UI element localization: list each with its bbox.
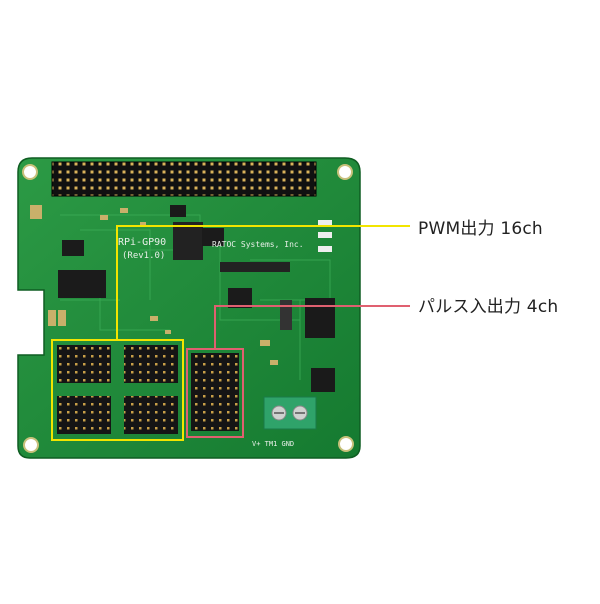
ic-chip <box>311 368 335 392</box>
ic-chip <box>173 222 203 260</box>
gpio-header <box>51 161 317 197</box>
ic-chip <box>62 240 84 256</box>
board-maker-text: RATOC Systems, Inc. <box>212 240 304 249</box>
ic-chip <box>170 205 186 217</box>
ic-chip <box>228 288 252 308</box>
board-model-text: RPi-GP90 <box>118 237 166 248</box>
mount-hole-tl <box>22 164 38 180</box>
pwm-callout-line <box>116 225 410 340</box>
terminal-label-text: V+ TM1 GND <box>252 440 294 448</box>
ic-chip <box>202 228 224 246</box>
pwm-output-label: PWM出力 16ch <box>418 219 543 239</box>
pwm-header-block <box>57 396 111 434</box>
pulse-header-block <box>191 353 239 431</box>
pulse-io-label: パルス入出力 4ch <box>418 297 559 317</box>
pwm-header-block <box>124 345 178 383</box>
ic-chip <box>58 270 106 298</box>
pwm-header-block <box>124 396 178 434</box>
board-revision-text: (Rev1.0) <box>122 251 165 261</box>
mount-hole-bl <box>23 437 39 453</box>
mount-hole-br <box>338 436 354 452</box>
pulse-callout-line <box>214 305 410 349</box>
pwm-header-block <box>57 345 111 383</box>
mount-hole-tr <box>337 164 353 180</box>
smd-components <box>30 205 332 365</box>
ic-chip <box>305 298 335 338</box>
